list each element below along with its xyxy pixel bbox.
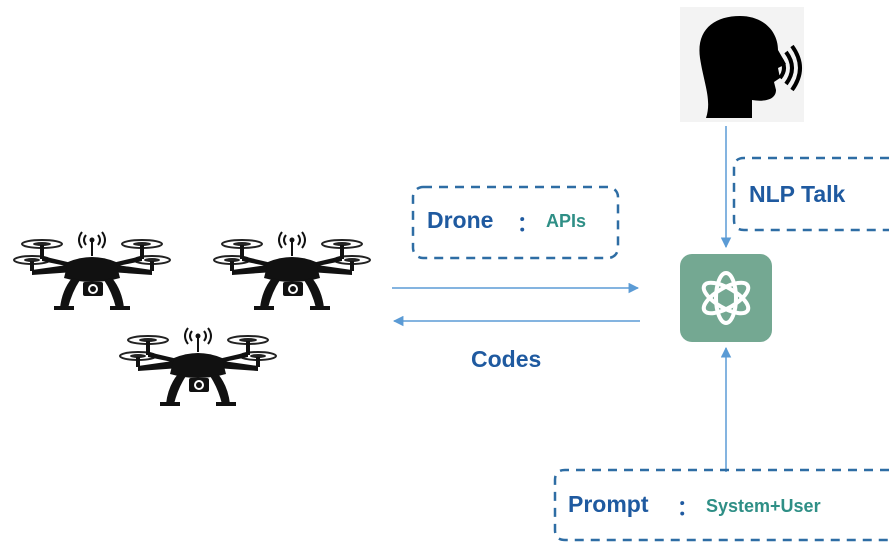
drone-icon	[213, 231, 371, 311]
prompt-box	[553, 468, 889, 542]
prompt-label: Prompt	[568, 491, 649, 517]
prompt-separator: ：	[677, 497, 698, 520]
drone-apis-box	[411, 185, 620, 260]
codes-label: Codes	[471, 346, 542, 372]
nlp-talk-label: NLP Talk	[749, 181, 846, 207]
chatgpt-logo-icon	[680, 254, 772, 342]
drone-label: Drone	[427, 207, 494, 233]
system-user-label: System+User	[706, 496, 821, 516]
drone-icon	[13, 231, 171, 311]
speaking-person-icon	[680, 7, 804, 122]
nlp-talk-box	[732, 156, 889, 232]
drone-icon	[119, 327, 277, 407]
drone-separator: ：	[517, 213, 538, 236]
apis-label: APIs	[546, 211, 587, 231]
